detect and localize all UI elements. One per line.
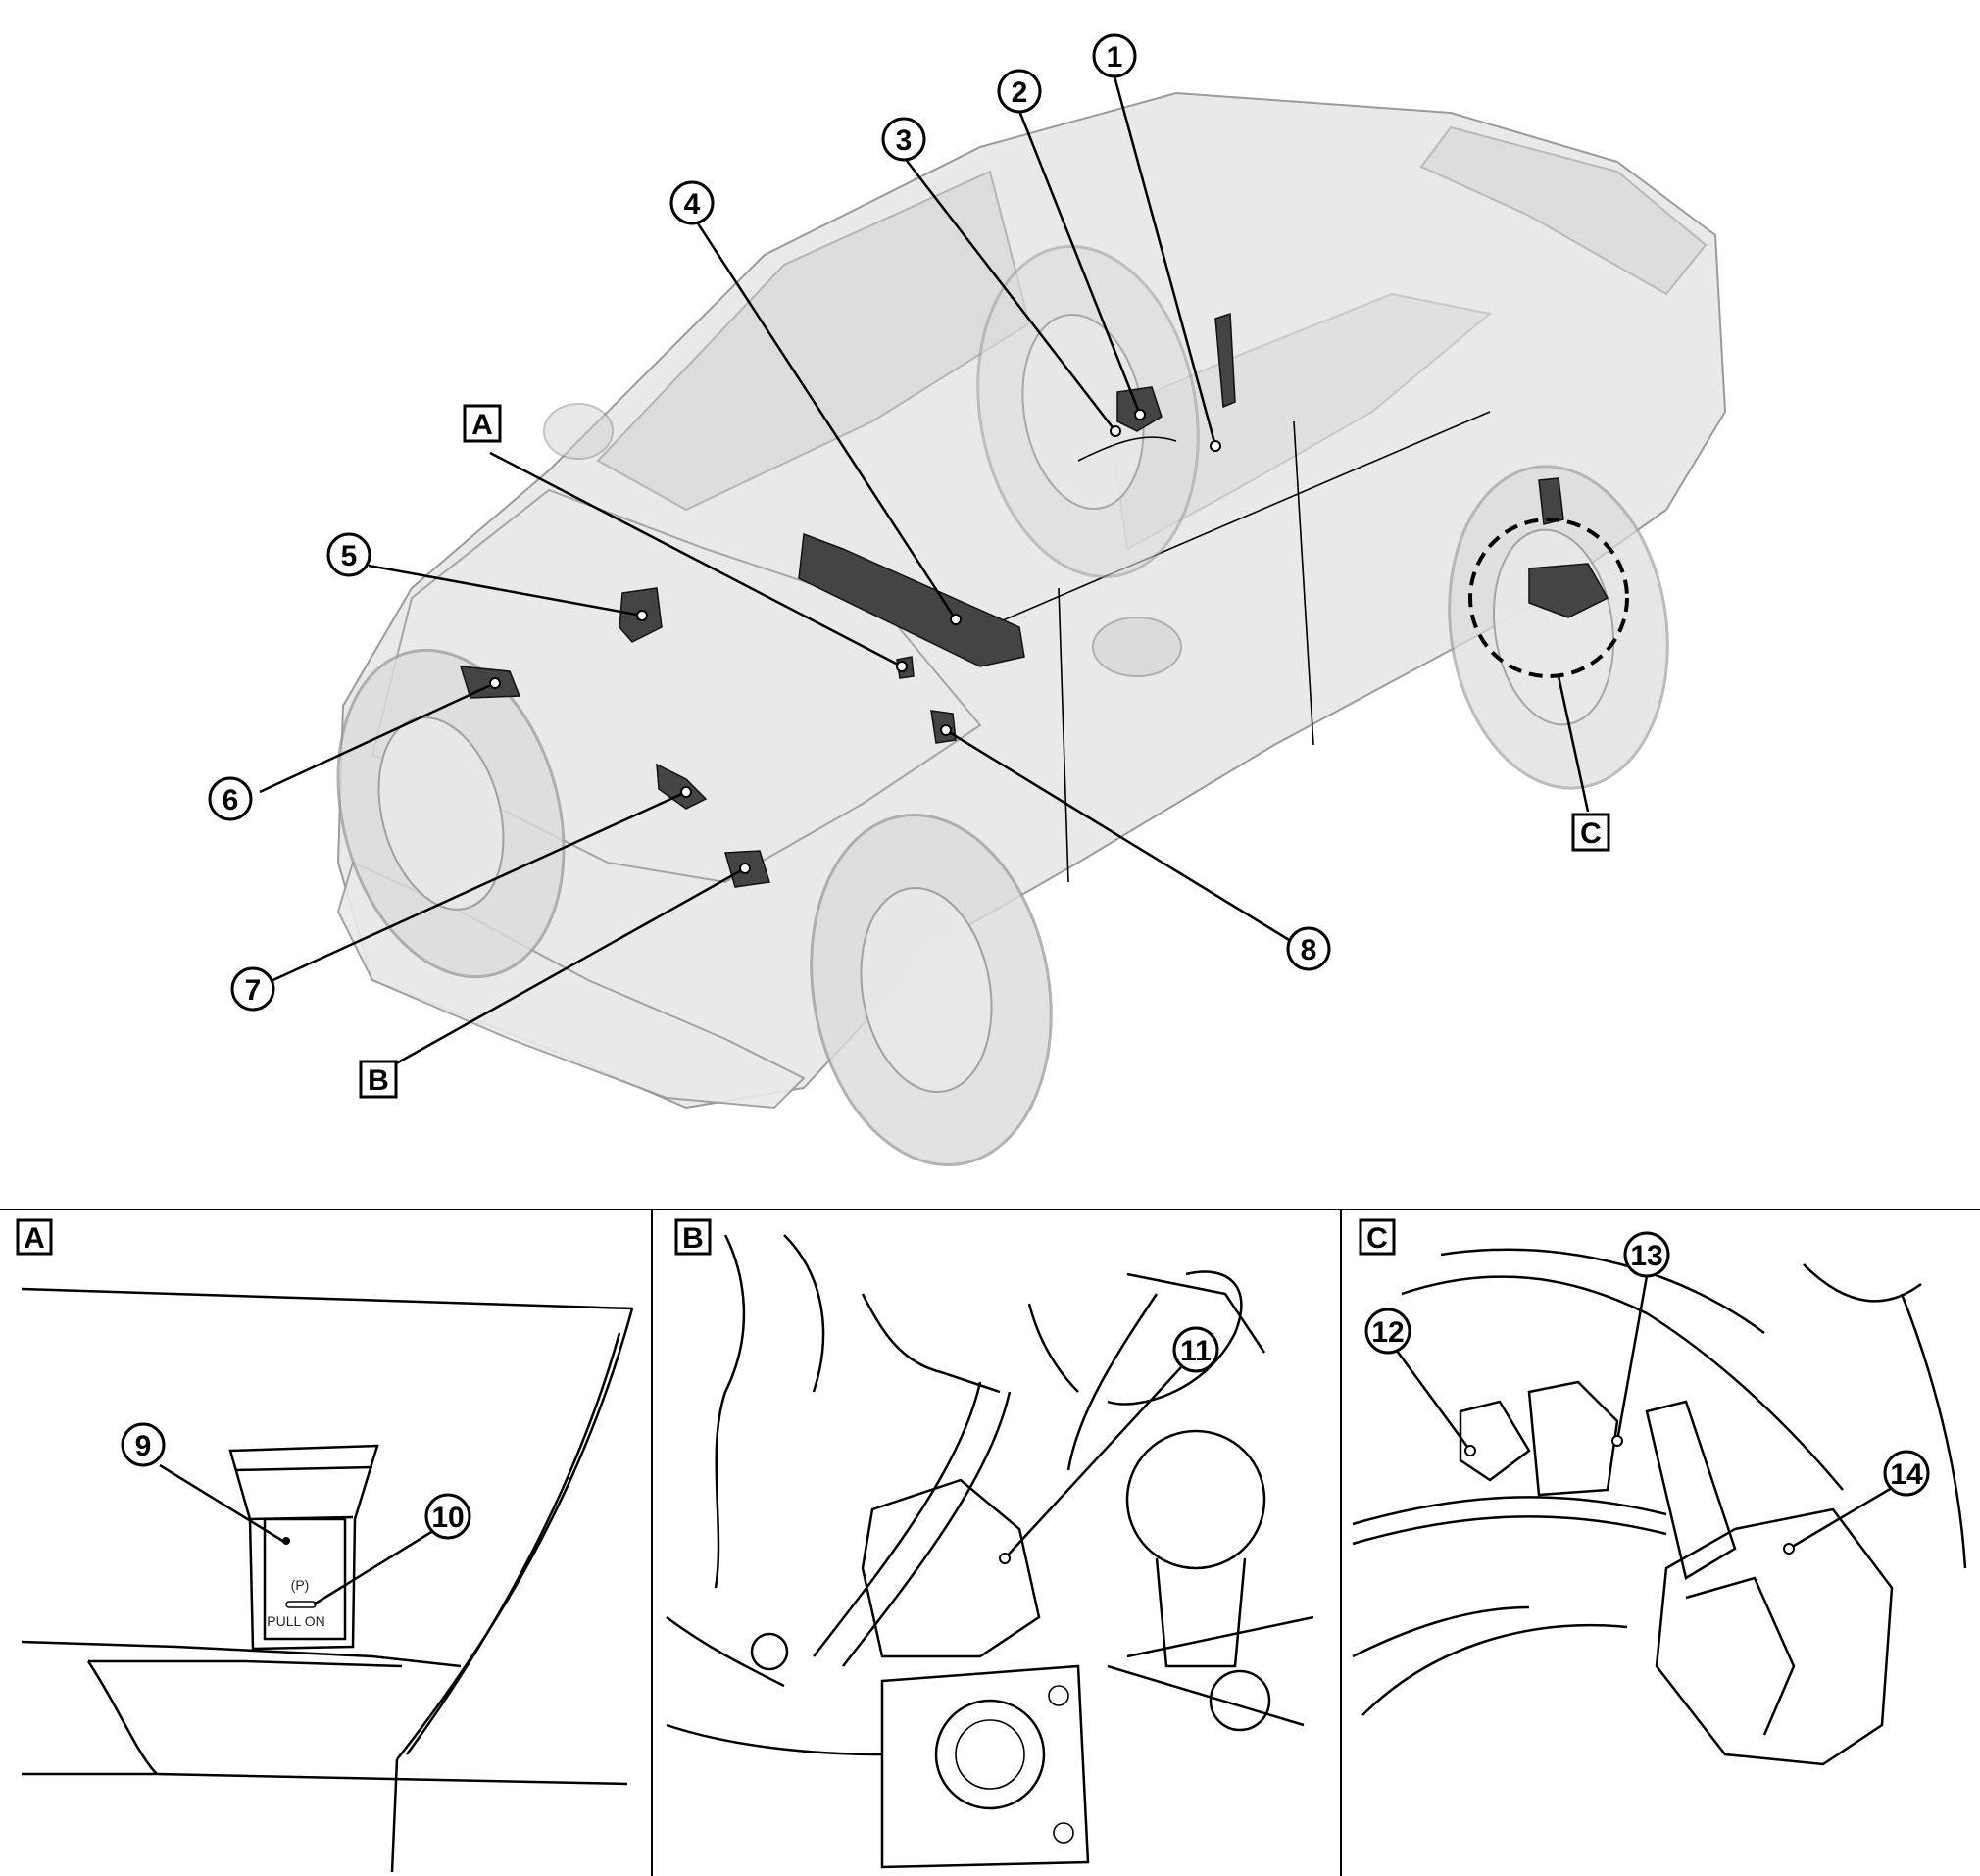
svg-text:A: A (471, 409, 493, 441)
svg-text:13: 13 (1630, 1240, 1662, 1272)
wheel-front-left (336, 648, 566, 979)
panel-a: A (P) PULL ON (16, 1218, 634, 1873)
panel-b-title: B (682, 1222, 704, 1255)
view-label-c: C (1571, 813, 1610, 852)
callout-5: 5 (326, 532, 371, 577)
callout-11: 11 (1172, 1326, 1219, 1373)
callout-9: 9 (121, 1422, 166, 1467)
part-rear-right-caliper (1528, 563, 1609, 618)
svg-text:8: 8 (1301, 934, 1317, 966)
part-ecu (798, 532, 1025, 667)
part-rear-right-bracket (1538, 477, 1564, 525)
svg-text:9: 9 (135, 1430, 152, 1462)
callout-8: 8 (1286, 926, 1331, 971)
panel-c-title: C (1366, 1222, 1388, 1255)
svg-text:4: 4 (684, 188, 701, 221)
svg-text:6: 6 (223, 784, 239, 816)
vehicle-illustration: 1 2 3 4 5 6 7 8 (208, 33, 1727, 1166)
detail-c-circle (1468, 518, 1629, 678)
callout-2: 2 (997, 69, 1042, 114)
park-symbol: (P) (291, 1577, 310, 1593)
pull-on-label: PULL ON (267, 1613, 324, 1629)
svg-text:14: 14 (1890, 1458, 1923, 1491)
svg-text:B: B (368, 1064, 389, 1097)
panel-c: C 12 13 (1352, 1218, 1967, 1766)
svg-text:3: 3 (896, 124, 913, 157)
callout-6: 6 (208, 776, 253, 821)
svg-text:5: 5 (341, 540, 358, 572)
view-label-a: A (463, 404, 502, 443)
callout-1: 1 (1092, 33, 1137, 78)
svg-text:11: 11 (1180, 1335, 1212, 1367)
callout-3: 3 (881, 117, 926, 162)
epb-switch: (P) PULL ON (228, 1444, 379, 1651)
svg-text:2: 2 (1012, 76, 1028, 109)
view-label-b: B (359, 1060, 398, 1099)
callout-12: 12 (1364, 1308, 1411, 1355)
callout-4: 4 (669, 180, 715, 225)
detail-panels: A (P) PULL ON (0, 1209, 1980, 1876)
svg-text:12: 12 (1371, 1316, 1404, 1349)
svg-text:1: 1 (1107, 41, 1123, 74)
callout-10: 10 (424, 1493, 471, 1540)
panel-a-title: A (24, 1222, 45, 1255)
svg-text:C: C (1580, 817, 1602, 850)
svg-text:10: 10 (431, 1502, 464, 1534)
panel-b: B (666, 1218, 1314, 1869)
svg-text:7: 7 (245, 974, 262, 1007)
callout-7: 7 (230, 966, 275, 1012)
wheel-front-right (810, 814, 1053, 1166)
callout-14: 14 (1883, 1450, 1930, 1497)
wheel-rear-left (976, 244, 1200, 579)
callout-13: 13 (1623, 1231, 1670, 1278)
part-7 (656, 763, 708, 810)
